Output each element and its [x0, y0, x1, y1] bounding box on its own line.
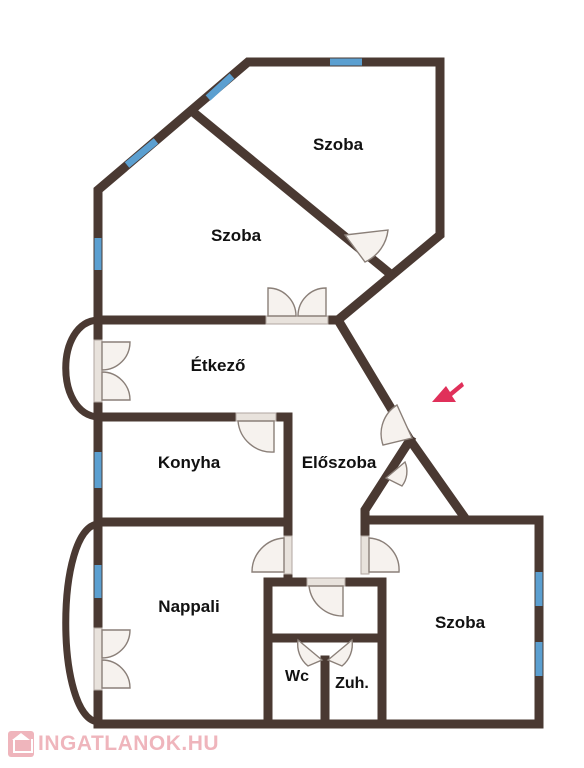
room-label-zuhany: Zuh.: [335, 675, 369, 692]
door-szoba-top-right: [343, 229, 389, 263]
door-double-szoba-etkezo: [265, 287, 329, 325]
door-bath-hall: [306, 577, 346, 617]
room-label-etkezo: Étkező: [191, 356, 246, 375]
room-label-wc: Wc: [285, 668, 309, 685]
room-label-szoba-top-right: Szoba: [313, 135, 364, 154]
wall-corridor-inner: [360, 433, 417, 545]
wall-bay-etkezo: [62, 316, 99, 421]
door-szoba-bottom-right: [360, 535, 400, 575]
door-double-nappali-bay: [93, 627, 131, 691]
watermark: INGATLANOK.HU: [8, 730, 219, 758]
window-diag-2: [124, 138, 159, 168]
wall-top-outer: [93, 57, 445, 327]
entrance-arrow: [432, 382, 464, 402]
door-entrance: [380, 403, 413, 446]
door-corridor-small: [384, 460, 408, 487]
room-label-szoba-top-left: Szoba: [211, 226, 262, 245]
room-label-nappali: Nappali: [158, 597, 219, 616]
room-labels: Szoba Szoba Étkező Konyha Előszoba Nappa…: [158, 135, 486, 692]
watermark-text: INGATLANOK.HU: [38, 732, 220, 755]
door-konyha: [235, 412, 277, 453]
door-double-etkezo-bay: [93, 339, 131, 403]
room-label-szoba-bottom-right: Szoba: [435, 613, 486, 632]
room-label-konyha: Konyha: [158, 453, 221, 472]
wall-bay-nappali: [62, 520, 100, 726]
window-diag-1: [205, 73, 235, 101]
door-zuh: [326, 638, 354, 667]
windows: [94, 58, 543, 676]
doors: [93, 229, 413, 691]
door-nappali: [251, 535, 293, 575]
room-label-eloszoba: Előszoba: [302, 453, 377, 472]
house-icon: [8, 731, 34, 757]
door-wc: [296, 638, 324, 667]
